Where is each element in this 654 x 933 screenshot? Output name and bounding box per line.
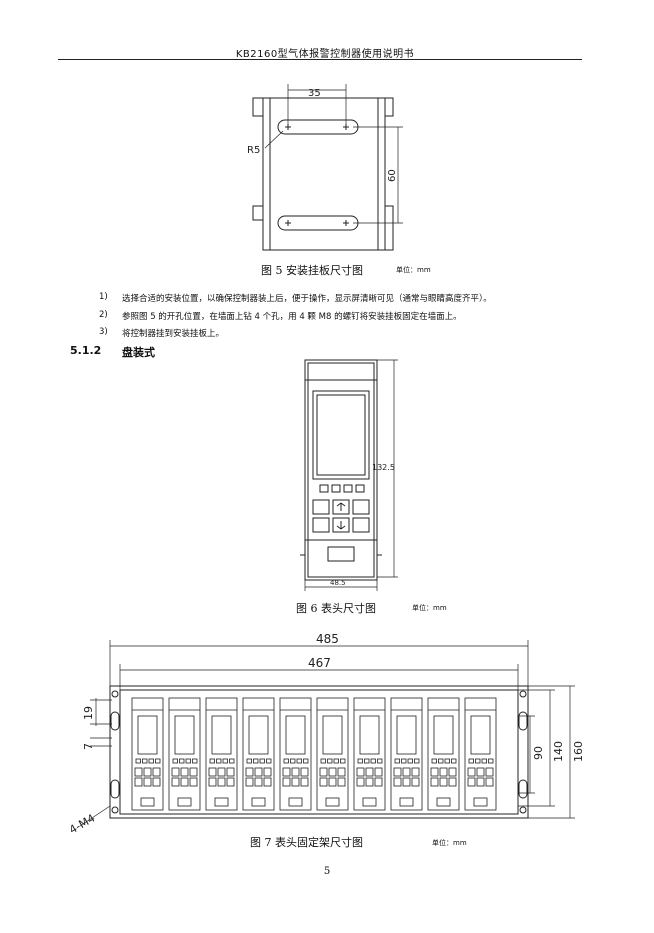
figure7-unit: 单位：mm	[432, 839, 467, 847]
fig5-radius-dim: R5	[247, 145, 260, 156]
step-2-number: 2)	[99, 310, 108, 320]
fig7-90-dim: 90	[532, 746, 545, 760]
fig7-holes-dim: 4-M4	[70, 812, 97, 833]
module-display	[322, 715, 343, 755]
section-title: 盘装式	[122, 346, 155, 359]
figure5-caption: 图 5 安装挂板尺寸图	[261, 264, 363, 277]
fig7-inner-width-dim: 467	[308, 656, 331, 670]
figure5-mounting-plate-drawing: 35 R5 60	[247, 84, 403, 251]
module-body	[464, 697, 497, 811]
module-display	[211, 715, 232, 755]
step-3-text: 将控制器挂到安装挂板上。	[122, 329, 225, 339]
fig7-slot-dim: 7	[82, 743, 95, 750]
figure6-caption: 图 6 表头尺寸图	[296, 602, 376, 615]
module-display	[433, 715, 454, 755]
module-display	[359, 715, 380, 755]
step-1-number: 1)	[99, 292, 108, 302]
fig5-height-dim: 60	[387, 169, 398, 182]
module-body	[242, 697, 275, 811]
fig7-outer-width-dim: 485	[316, 632, 339, 646]
fig7-140-dim: 140	[552, 741, 565, 762]
module-display	[285, 715, 306, 755]
page-header: KB2160型气体报警控制器使用说明书	[235, 49, 415, 60]
figure7-caption: 图 7 表头固定架尺寸图	[250, 836, 363, 849]
module-body	[168, 697, 201, 811]
fig6-width-dim: 48.5	[330, 579, 346, 587]
step-2-text: 参照图 5 的开孔位置，在墙面上钻 4 个孔，用 4 颗 M8 的螺钉将安装挂板…	[122, 312, 462, 322]
module-display	[174, 715, 195, 755]
fig5-width-dim: 35	[308, 88, 321, 99]
module-display	[470, 715, 491, 755]
section-number: 5.1.2	[70, 344, 102, 357]
figure7-mounting-frame-drawing: 485 467 19 7 90 140 160 4-M4	[70, 632, 585, 833]
module-body	[353, 697, 386, 811]
module-display	[396, 715, 417, 755]
figure6-unit: 单位：mm	[412, 604, 447, 612]
module-body	[205, 697, 238, 811]
fig7-160-dim: 160	[572, 741, 585, 762]
figure5-unit: 单位：mm	[396, 266, 431, 274]
fig7-top-offset-dim: 19	[82, 706, 95, 720]
step-1-text: 选择合适的安装位置，以确保控制器装上后，便于操作，显示屏清晰可见（通常与眼睛高度…	[122, 294, 492, 304]
module-body	[427, 697, 460, 811]
module-display	[248, 715, 269, 755]
fig6-height-dim: 132.5	[372, 463, 395, 472]
header-rule	[58, 59, 582, 60]
step-3-number: 3)	[99, 327, 108, 337]
module-body	[316, 697, 349, 811]
module-row	[131, 697, 497, 811]
module-body	[279, 697, 312, 811]
page-number: 5	[323, 866, 331, 877]
figure6-meter-head-drawing: 132.5 48.5	[300, 359, 398, 591]
module-body	[390, 697, 423, 811]
module-body	[131, 697, 164, 811]
module-display	[137, 715, 158, 755]
